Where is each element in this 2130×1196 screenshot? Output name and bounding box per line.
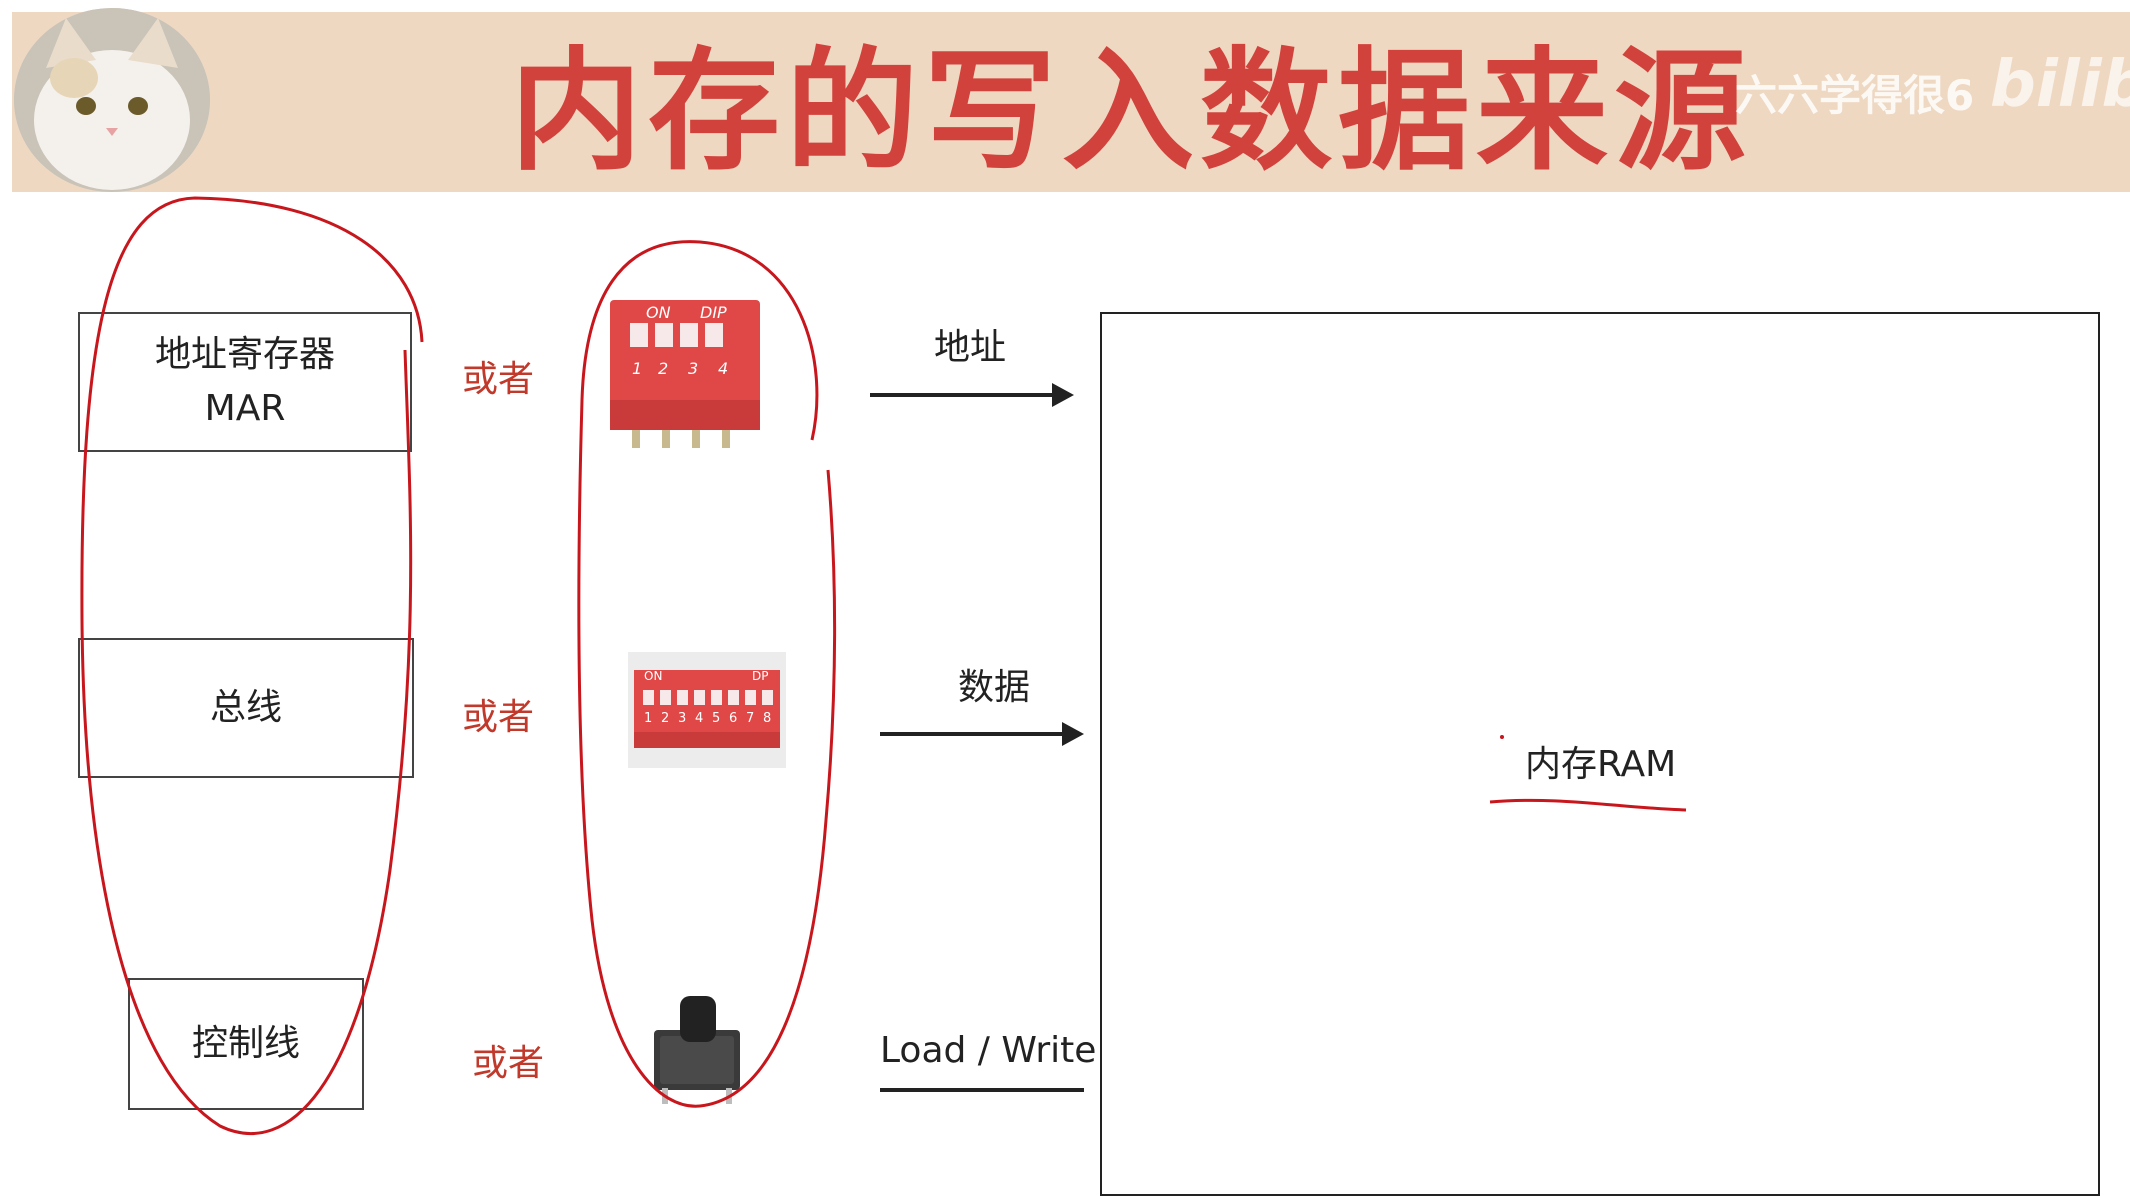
control-line-box: 控制线 — [128, 978, 364, 1110]
bus-label: 总线 — [209, 687, 282, 728]
load-write-underline — [880, 1088, 1084, 1092]
dip4-dip-text: DIP — [700, 303, 727, 322]
data-arrow — [880, 722, 1084, 746]
dip8-num-1: 1 — [644, 711, 652, 726]
dip8-num-3: 3 — [678, 711, 686, 726]
mar-label-en: MAR — [204, 388, 286, 429]
address-arrow — [870, 383, 1074, 407]
or-label-2: 或者 — [462, 697, 535, 738]
mar-label-cn: 地址寄存器 — [154, 334, 335, 375]
dip4-num-1: 1 — [632, 359, 642, 378]
dip8-num-7: 7 — [746, 711, 754, 726]
dip8-num-8: 8 — [763, 711, 771, 726]
or-label-3: 或者 — [472, 1043, 545, 1084]
dip4-num-4: 4 — [718, 359, 728, 378]
load-write-label: Load / Write — [880, 1030, 1097, 1071]
dip8-num-4: 4 — [695, 711, 703, 726]
dip8-num-6: 6 — [729, 711, 737, 726]
annotation-loop-middle — [577, 240, 837, 1108]
uploader-watermark: 六六学得很6 — [1735, 71, 1975, 120]
or-label-1: 或者 — [462, 359, 535, 400]
control-line-label: 控制线 — [191, 1023, 300, 1064]
bilibili-logo: bilibili — [1990, 48, 2130, 122]
mar-box: 地址寄存器 MAR — [78, 312, 412, 452]
dip4-num-2: 2 — [658, 359, 668, 378]
ram-box — [1100, 312, 2100, 1196]
data-arrow-label: 数据 — [958, 667, 1031, 708]
title-banner — [12, 12, 2130, 192]
cat-avatar — [14, 8, 210, 192]
dip4-on-text: ON — [646, 303, 671, 322]
address-arrow-label: 地址 — [934, 327, 1007, 368]
ram-label: 内存RAM — [1525, 744, 1677, 785]
dip8-num-5: 5 — [712, 711, 720, 726]
page-title: 内存的写入数据来源 — [510, 35, 1752, 189]
bus-box: 总线 — [78, 638, 414, 778]
dip4-num-3: 3 — [688, 359, 698, 378]
dip8-on-text: ON — [644, 669, 662, 683]
dip8-num-2: 2 — [661, 711, 669, 726]
dip8-dp-text: DP — [752, 669, 768, 683]
